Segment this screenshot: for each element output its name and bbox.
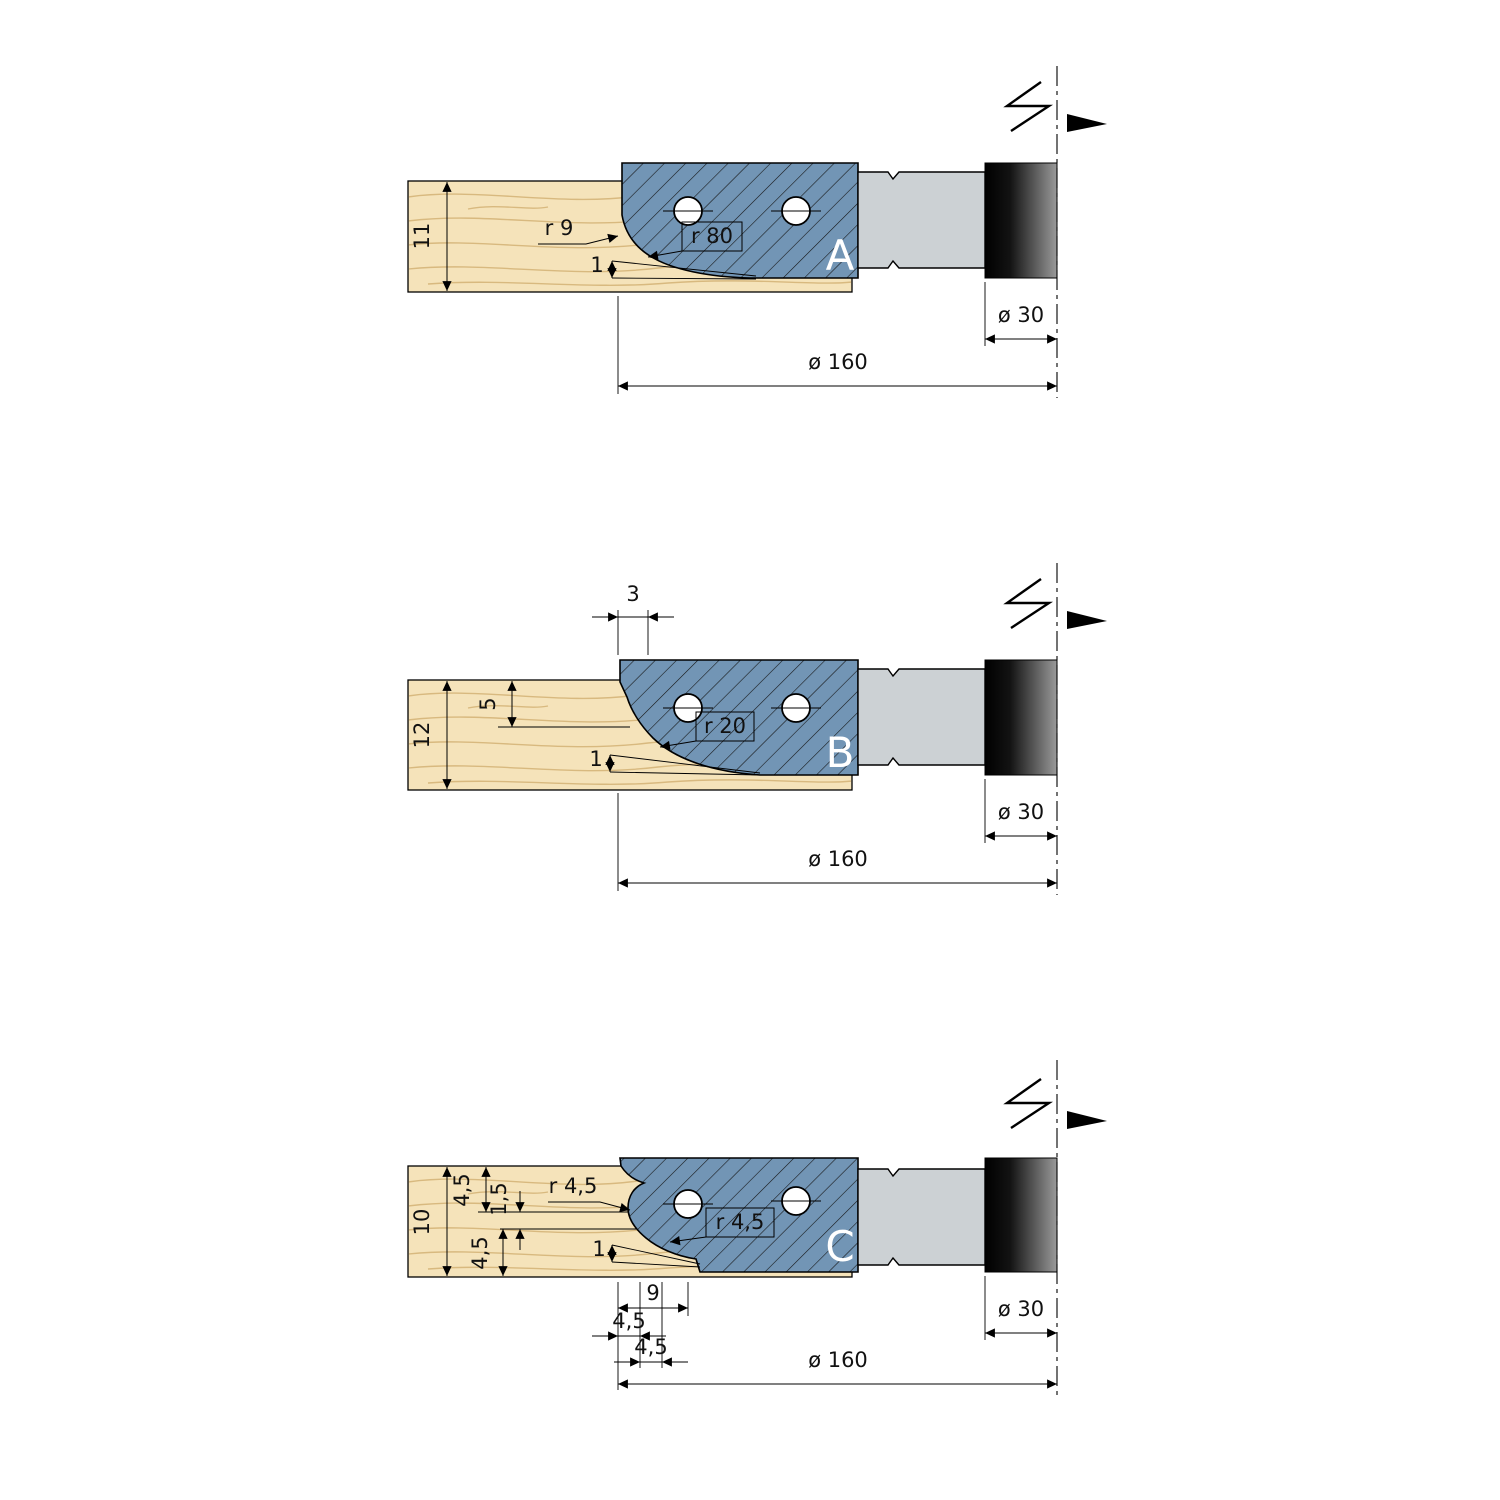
radius-label-box [695,711,755,742]
spindle-collar [984,162,1058,279]
dim-radius-bead-label: r 4,5 [716,1210,765,1234]
leader-radius [659,740,697,750]
dim-depth-bottom-label: 4,5 [468,1236,492,1269]
profile-letter: B [826,728,855,777]
cutter-body [619,659,859,776]
dim-thickness-label: 10 [410,1209,434,1236]
spindle-shaft [857,171,986,269]
dim-radius-label: r 20 [704,714,746,738]
dim-depth-top-label: 4,5 [450,1173,474,1206]
spindle-collar [984,659,1058,776]
dim-cut-diameter-label: ø 160 [808,1348,868,1372]
radius-label-box [705,1207,775,1238]
dim-thickness-label: 12 [410,722,434,749]
diagram-a: 11 r 9 r 80 1 ø 30 ø 160 A [407,66,1109,398]
dim-bore-label: ø 30 [998,303,1044,327]
diagram-b: 3 12 5 r 20 1 ø 30 ø 160 B [407,563,1109,895]
dim-radius-large-label: r 80 [691,224,733,248]
leader-radius-small [538,233,619,245]
dim-step-depth-label: 5 [476,697,500,710]
dim-thickness-label: 11 [410,223,434,250]
dim-radius-small-label: r 9 [545,216,574,240]
dim-depth-mid-label: 1,5 [487,1182,511,1215]
leader-radius-bead [669,1236,707,1246]
diagram-c: 10 4,5 1,5 4,5 r 4,5 r 4,5 1 9 4,5 [407,1060,1109,1395]
profile-letter: A [826,231,855,280]
dim-width-total-label: 9 [646,1281,659,1305]
profile-letter: C [825,1222,854,1271]
spindle-collar [984,1157,1058,1273]
dim-radius-cove-label: r 4,5 [549,1174,598,1198]
clearance-wedge [611,260,757,280]
dim-clearance-label: 1 [592,1237,605,1261]
leader-radius-large [647,250,683,260]
dim-clearance-label: 1 [590,253,603,277]
cutter-body [621,162,859,279]
spindle-shaft [857,1168,986,1266]
dim-bore-label: ø 30 [998,1297,1044,1321]
dim-width-b-label: 4,5 [634,1335,667,1359]
clearance-wedge [611,1244,701,1268]
dim-width-a-label: 4,5 [612,1309,645,1333]
dim-bore-label: ø 30 [998,800,1044,824]
dim-step-width-label: 3 [626,582,639,606]
clearance-wedge [609,754,761,776]
spindle-shaft [857,668,986,766]
leader-radius-cove [548,1201,631,1212]
radius-label-box [681,221,743,252]
dim-cut-diameter-label: ø 160 [808,847,868,871]
dim-clearance-label: 1 [589,747,602,771]
dim-cut-diameter-label: ø 160 [808,350,868,374]
